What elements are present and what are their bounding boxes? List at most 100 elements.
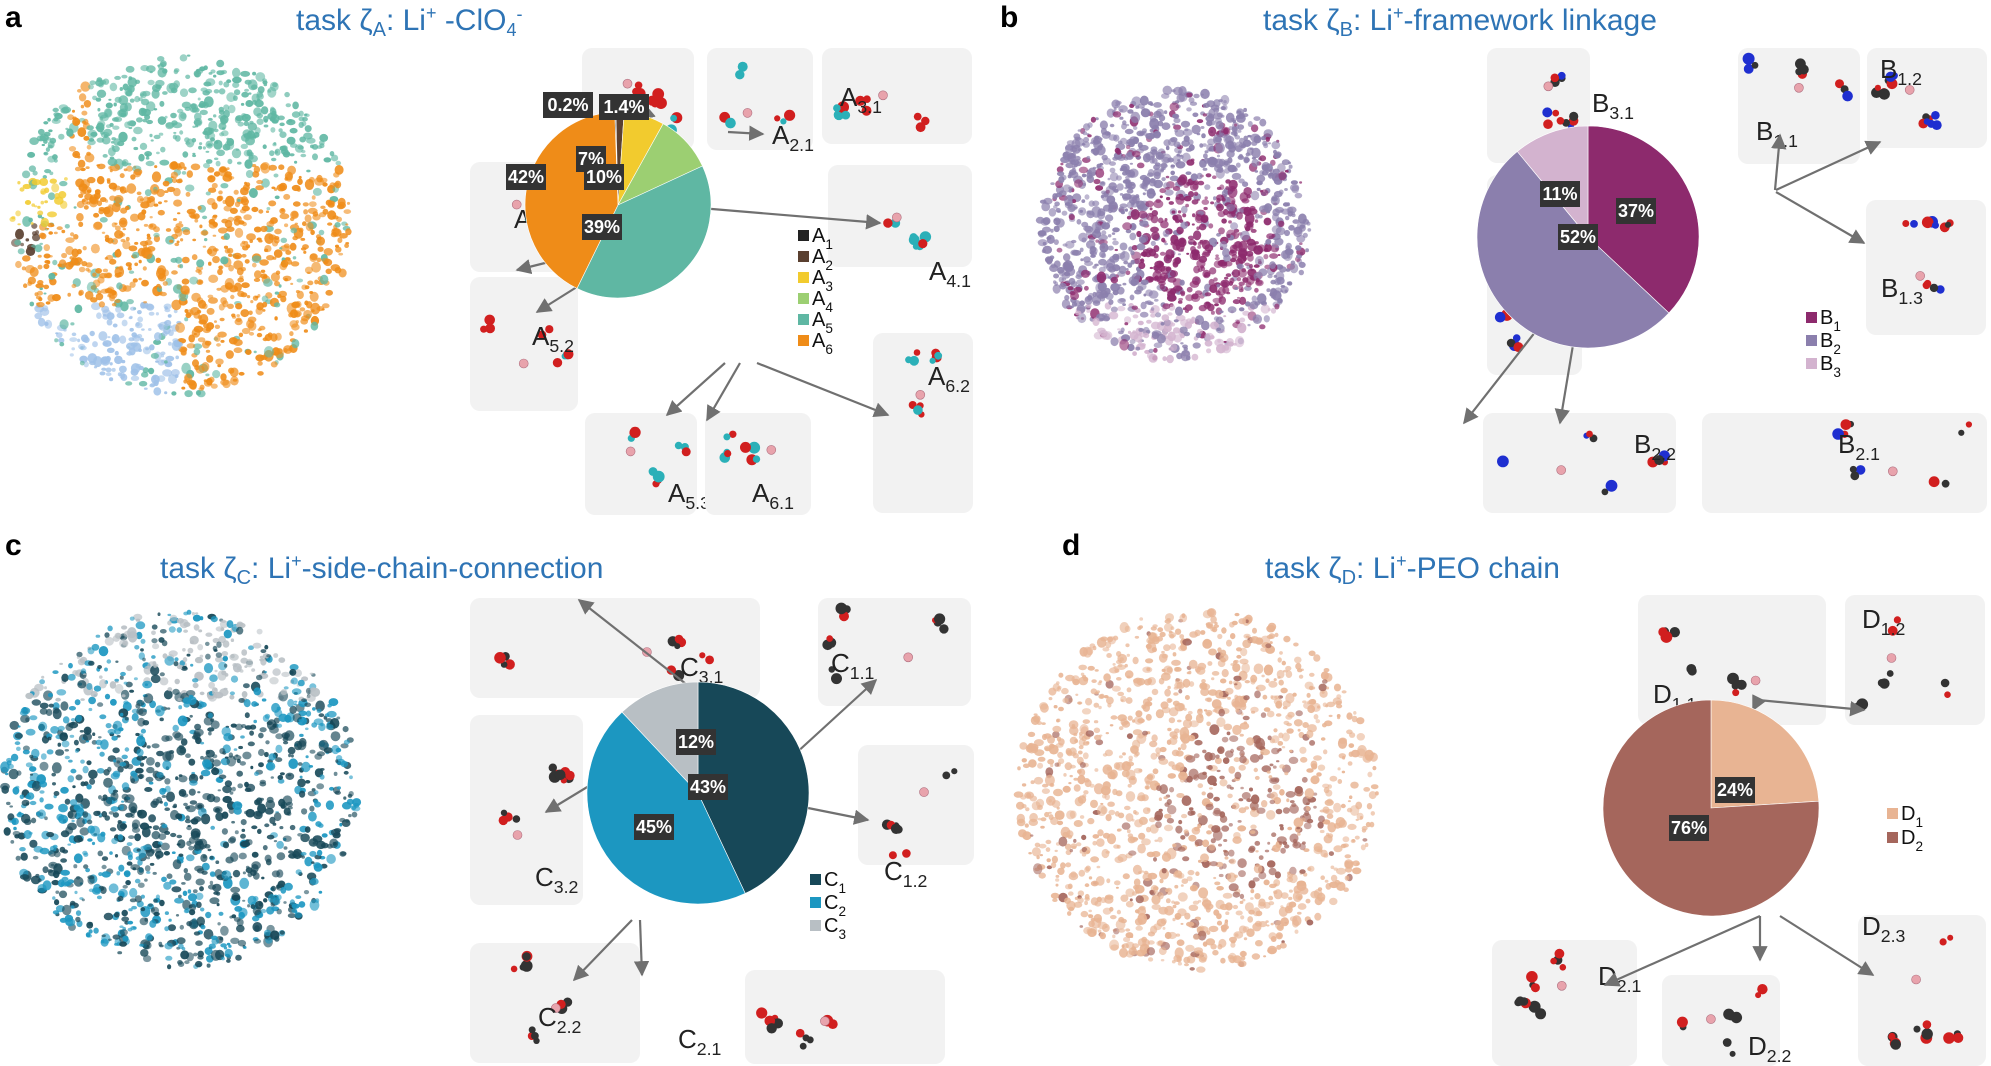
- scatter-point: [1197, 241, 1202, 246]
- scatter-point: [9, 720, 20, 730]
- scatter-point: [274, 281, 280, 287]
- cluster-box-A4.1: A4.1: [828, 165, 972, 291]
- scatter-point: [1200, 93, 1204, 96]
- scatter-point: [165, 955, 173, 961]
- scatter-point: [1181, 205, 1188, 214]
- scatter-point: [260, 649, 267, 654]
- scatter-point: [292, 848, 303, 860]
- scatter-point: [1144, 189, 1148, 192]
- scatter-point: [204, 238, 208, 242]
- scatter-point: [1139, 311, 1149, 318]
- scatter-point: [51, 183, 60, 193]
- scatter-point: [114, 299, 121, 303]
- scatter-point: [1167, 276, 1177, 283]
- scatter-point: [1126, 215, 1132, 220]
- scatter-point: [248, 188, 258, 198]
- scatter-point: [351, 811, 358, 818]
- scatter-point: [298, 719, 303, 722]
- scatter-point: [256, 332, 263, 338]
- scatter-point: [131, 713, 139, 722]
- scatter-point: [200, 755, 204, 760]
- scatter-point: [222, 640, 230, 648]
- scatter-point: [124, 794, 135, 804]
- scatter-point: [244, 712, 250, 719]
- scatter-point: [252, 71, 257, 76]
- atom: [480, 325, 488, 333]
- scatter-point: [77, 338, 81, 343]
- scatter-point: [98, 331, 108, 341]
- scatter-point: [181, 386, 186, 390]
- scatter-point: [343, 796, 347, 800]
- scatter-point: [1236, 277, 1242, 282]
- scatter-point: [1174, 129, 1178, 133]
- scatter-point: [1264, 243, 1272, 252]
- cluster-label-A4.1: A4.1: [929, 256, 971, 291]
- atom: [942, 771, 951, 780]
- scatter-point: [1095, 117, 1099, 121]
- scatter-point: [1127, 262, 1133, 268]
- scatter-point: [346, 798, 354, 805]
- scatter-point: [142, 266, 147, 271]
- title-part: -framework linkage: [1403, 4, 1656, 37]
- scatter-point: [181, 278, 190, 285]
- scatter-point: [31, 699, 41, 706]
- scatter-point: [1270, 307, 1277, 314]
- scatter-point: [125, 381, 133, 386]
- scatter-point: [156, 750, 164, 757]
- scatter-point: [239, 208, 247, 214]
- scatter-point: [1185, 304, 1193, 311]
- scatter-point: [1095, 239, 1099, 243]
- scatter-point: [153, 898, 158, 903]
- scatter-point: [220, 925, 229, 936]
- scatter-point: [144, 189, 152, 197]
- scatter-point: [185, 753, 191, 758]
- scatter-point: [1101, 222, 1111, 230]
- scatter-point: [142, 941, 152, 950]
- scatter-point: [148, 328, 152, 331]
- scatter-point: [22, 183, 31, 190]
- scatter-point: [29, 267, 39, 277]
- scatter-point: [137, 212, 146, 221]
- scatter-point: [1213, 134, 1222, 145]
- atom: [1931, 111, 1940, 120]
- scatter-point: [202, 340, 210, 349]
- label-letter: A: [812, 246, 826, 268]
- scatter-point: [47, 211, 57, 218]
- scatter-point: [150, 674, 161, 684]
- scatter-point: [81, 199, 86, 203]
- scatter-point: [206, 355, 214, 363]
- scatter-point: [220, 339, 225, 343]
- scatter-point: [301, 284, 308, 290]
- scatter-point: [298, 175, 302, 179]
- scatter-point: [222, 795, 232, 804]
- scatter-point: [261, 178, 270, 188]
- scatter-point: [1219, 319, 1225, 323]
- scatter-point: [1095, 185, 1104, 191]
- scatter-point: [260, 908, 267, 914]
- atom: [1557, 71, 1566, 80]
- scatter-point: [161, 640, 168, 647]
- scatter-point: [127, 120, 137, 127]
- scatter-point: [179, 924, 184, 930]
- scatter-point: [83, 205, 89, 210]
- scatter-point: [273, 187, 278, 191]
- scatter-point: [237, 277, 244, 283]
- scatter-point: [157, 116, 167, 125]
- scatter-point: [283, 741, 289, 745]
- scatter-point: [173, 68, 180, 73]
- scatter-point: [178, 178, 183, 183]
- scatter-point: [110, 806, 119, 812]
- label-letter: B: [1634, 429, 1651, 459]
- scatter-point: [164, 807, 170, 811]
- atom: [1929, 283, 1939, 293]
- scatter-point: [292, 256, 297, 260]
- scatter-point: [213, 139, 223, 150]
- scatter-point: [240, 102, 245, 106]
- scatter-point: [59, 180, 68, 187]
- scatter-point: [249, 724, 257, 730]
- scatter-point: [151, 171, 162, 183]
- scatter-point: [1129, 207, 1134, 210]
- scatter-point: [103, 796, 113, 807]
- scatter-point: [203, 379, 208, 383]
- scatter-point: [273, 653, 279, 658]
